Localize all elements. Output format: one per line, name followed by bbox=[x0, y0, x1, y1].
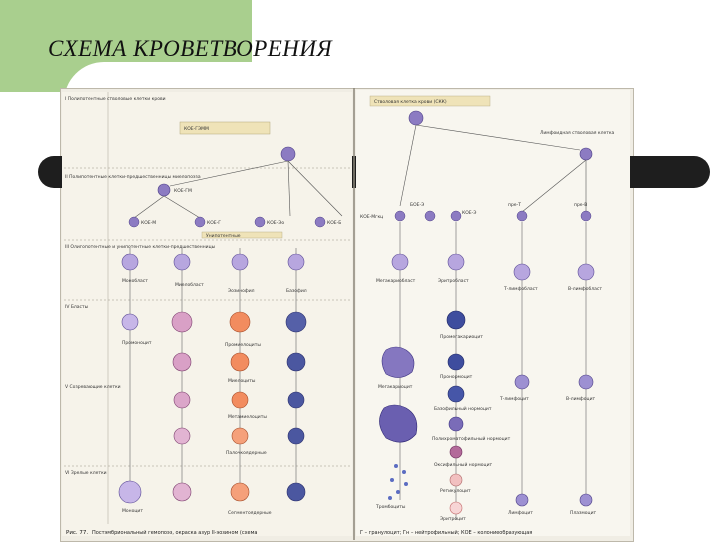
label-myelocytes: Миелоциты bbox=[228, 378, 256, 384]
label-b-lymphoblast: В-лимфобласт bbox=[568, 286, 602, 292]
label-promegakaryocyte: Промегакариоцит bbox=[440, 334, 483, 340]
progenitor-gm bbox=[158, 184, 170, 196]
label-basophilic-normocyte: Базофильный нормоцит bbox=[434, 405, 492, 412]
label-plasmocyte: Плазмоцит bbox=[570, 510, 597, 516]
unit-kfu-m: КОЕ-М bbox=[141, 220, 156, 226]
label-lymphocyte: Лимфоцит bbox=[508, 510, 533, 516]
hematopoiesis-diagram: I Полипотентные стволовые клетки крови I… bbox=[60, 88, 632, 540]
unit-kfu-mgkc: КОЕ-Мгкц bbox=[360, 214, 383, 220]
label-erythrocyte: Эритроцит bbox=[440, 516, 466, 522]
unit-kfu-gemm: КОЕ-ГЭММ bbox=[184, 126, 209, 132]
unipotent-label: Унипотентные bbox=[206, 233, 241, 239]
stem-cell bbox=[281, 147, 295, 161]
label-t-pre: пре-Т bbox=[508, 202, 521, 208]
class-label-2: II Полипотентные клетки-предшественницы … bbox=[65, 174, 201, 180]
figure-number: Рис. 77. bbox=[66, 530, 88, 536]
class-label-5: V Созревающие клетки bbox=[65, 384, 121, 390]
label-t-lymphoblast: Т-лимфобласт bbox=[503, 286, 538, 292]
class-label-4: IV Бласты bbox=[65, 304, 89, 310]
label-pronormocyte: Пронормоцит bbox=[440, 374, 473, 380]
label-b-lymphocyte: В-лимфоцит bbox=[566, 396, 595, 402]
left-caption: Постэмбриональный гемопоэз, окраска азур… bbox=[92, 529, 257, 536]
label-eosinophil: Эозинофил bbox=[228, 288, 255, 294]
label-segmented: Сегментоядерные bbox=[228, 510, 272, 516]
label-polychromatophilic: Полихроматофильный нормоцит bbox=[432, 435, 511, 442]
label-megakaryoblast: Мегакариобласт bbox=[376, 278, 416, 284]
class-label-1: I Полипотентные стволовые клетки крови bbox=[65, 96, 166, 102]
label-lymphoid: Лимфоидная стволовая клетка bbox=[540, 130, 615, 136]
label-promonocyte: Промоноцит bbox=[122, 340, 152, 346]
slide-title: СХЕМА КРОВЕТВОРЕНИЯ bbox=[48, 36, 332, 62]
left-page bbox=[62, 92, 352, 536]
label-band-cells: Палочкоядерные bbox=[226, 450, 267, 456]
unit-kfu-eo: КОЕ-Эо bbox=[267, 220, 284, 226]
label-erythroblast: Эритробласт bbox=[438, 278, 469, 284]
right-header: Стволовая клетка крови (СКК) bbox=[374, 99, 447, 105]
unit-kfu-g: КОЕ-Г bbox=[207, 220, 221, 226]
right-caption: Г – гранулоцит; Гн – нейтрофильный; КОЕ … bbox=[360, 529, 532, 536]
label-megakaryocyte: Мегакариоцит bbox=[378, 384, 413, 390]
label-basophil: Базофил bbox=[286, 288, 307, 294]
unit-kfu-b: КОЕ-Б bbox=[327, 220, 341, 226]
class-label-3: III Олигопотентные и унипотентные клетки… bbox=[65, 244, 216, 250]
label-reticulocyte: Ретикулоцит bbox=[440, 488, 471, 494]
unit-kfu-e: КОЕ-Э bbox=[462, 210, 476, 216]
label-monoblast: Монобласт bbox=[122, 278, 148, 284]
label-t-lymphocyte: Т-лимфоцит bbox=[499, 396, 529, 402]
class-label-6: VI Зрелые клетки bbox=[65, 470, 107, 476]
label-b-pre: пре-В bbox=[574, 202, 587, 208]
label-platelets: Тромбоциты bbox=[375, 504, 406, 510]
unit-boe-e: БОЕ-Э bbox=[410, 202, 424, 208]
label-myeloblast: Миелобласт bbox=[175, 282, 204, 288]
label-metamyelocytes: Метамиелоциты bbox=[228, 414, 267, 420]
unit-kfu-gm: КОЕ-ГМ bbox=[174, 188, 192, 194]
label-promyelocytes: Промиелоциты bbox=[225, 342, 261, 348]
label-oxyphilic: Оксифильный нормоцит bbox=[434, 461, 492, 468]
label-monocyte: Моноцит bbox=[122, 508, 143, 514]
